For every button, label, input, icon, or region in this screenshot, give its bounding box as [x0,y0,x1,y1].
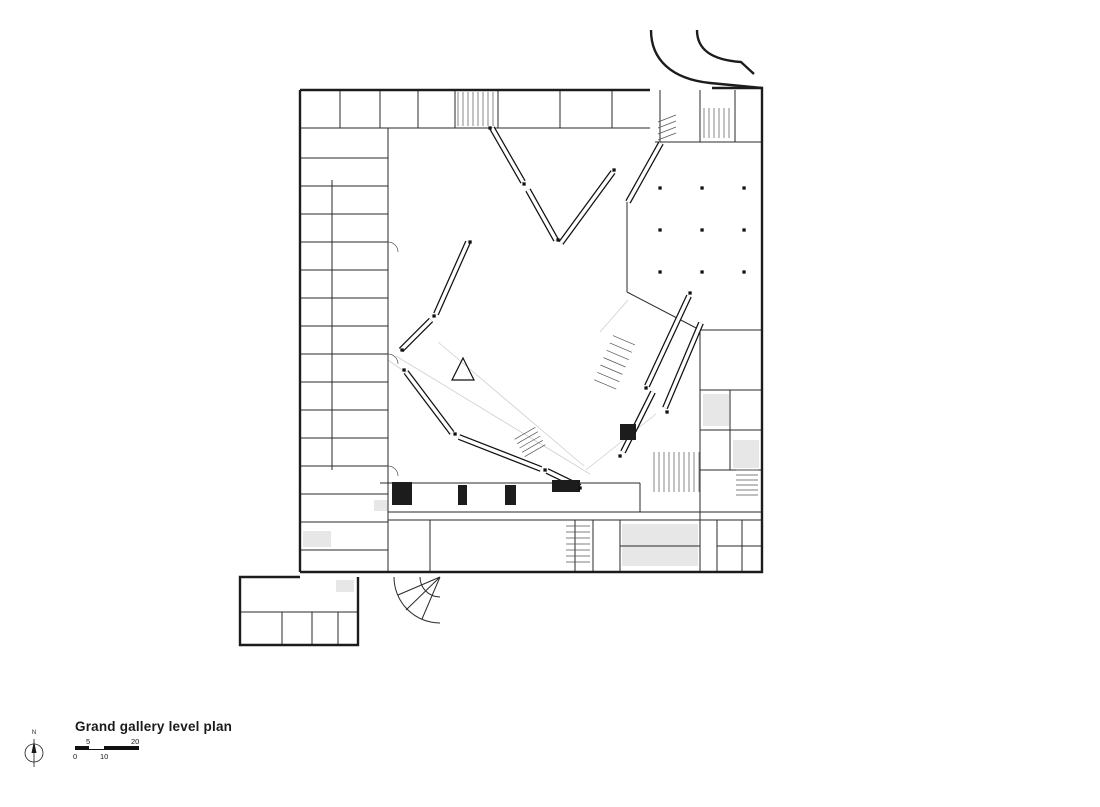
scale-label-5: 5 [86,737,91,746]
room-shading [303,394,759,592]
north-arrow: N [24,730,44,767]
scale-bar: 5 20 0 10 [73,737,145,765]
scale-bar-segment [104,746,139,749]
building-outline [238,29,764,647]
scale-label-0: 0 [73,752,78,761]
page-title: Grand gallery level plan [75,719,233,734]
scale-bar-segment [75,746,89,749]
circulation-lines [387,299,657,475]
solid-cores [392,424,636,505]
curved-stair-fan [393,576,441,624]
columns [400,126,746,490]
triangle-marker [451,356,475,381]
door-swing-arcs [387,241,399,477]
scale-label-20: 20 [131,737,140,746]
north-needle-head [31,741,37,753]
interior-walls [240,90,762,645]
stair-hatching [457,92,758,563]
gallery-walls-inner [399,127,703,489]
scale-bar-rule [75,746,139,750]
scale-label-10: 10 [100,752,109,761]
north-label: N [32,730,36,736]
